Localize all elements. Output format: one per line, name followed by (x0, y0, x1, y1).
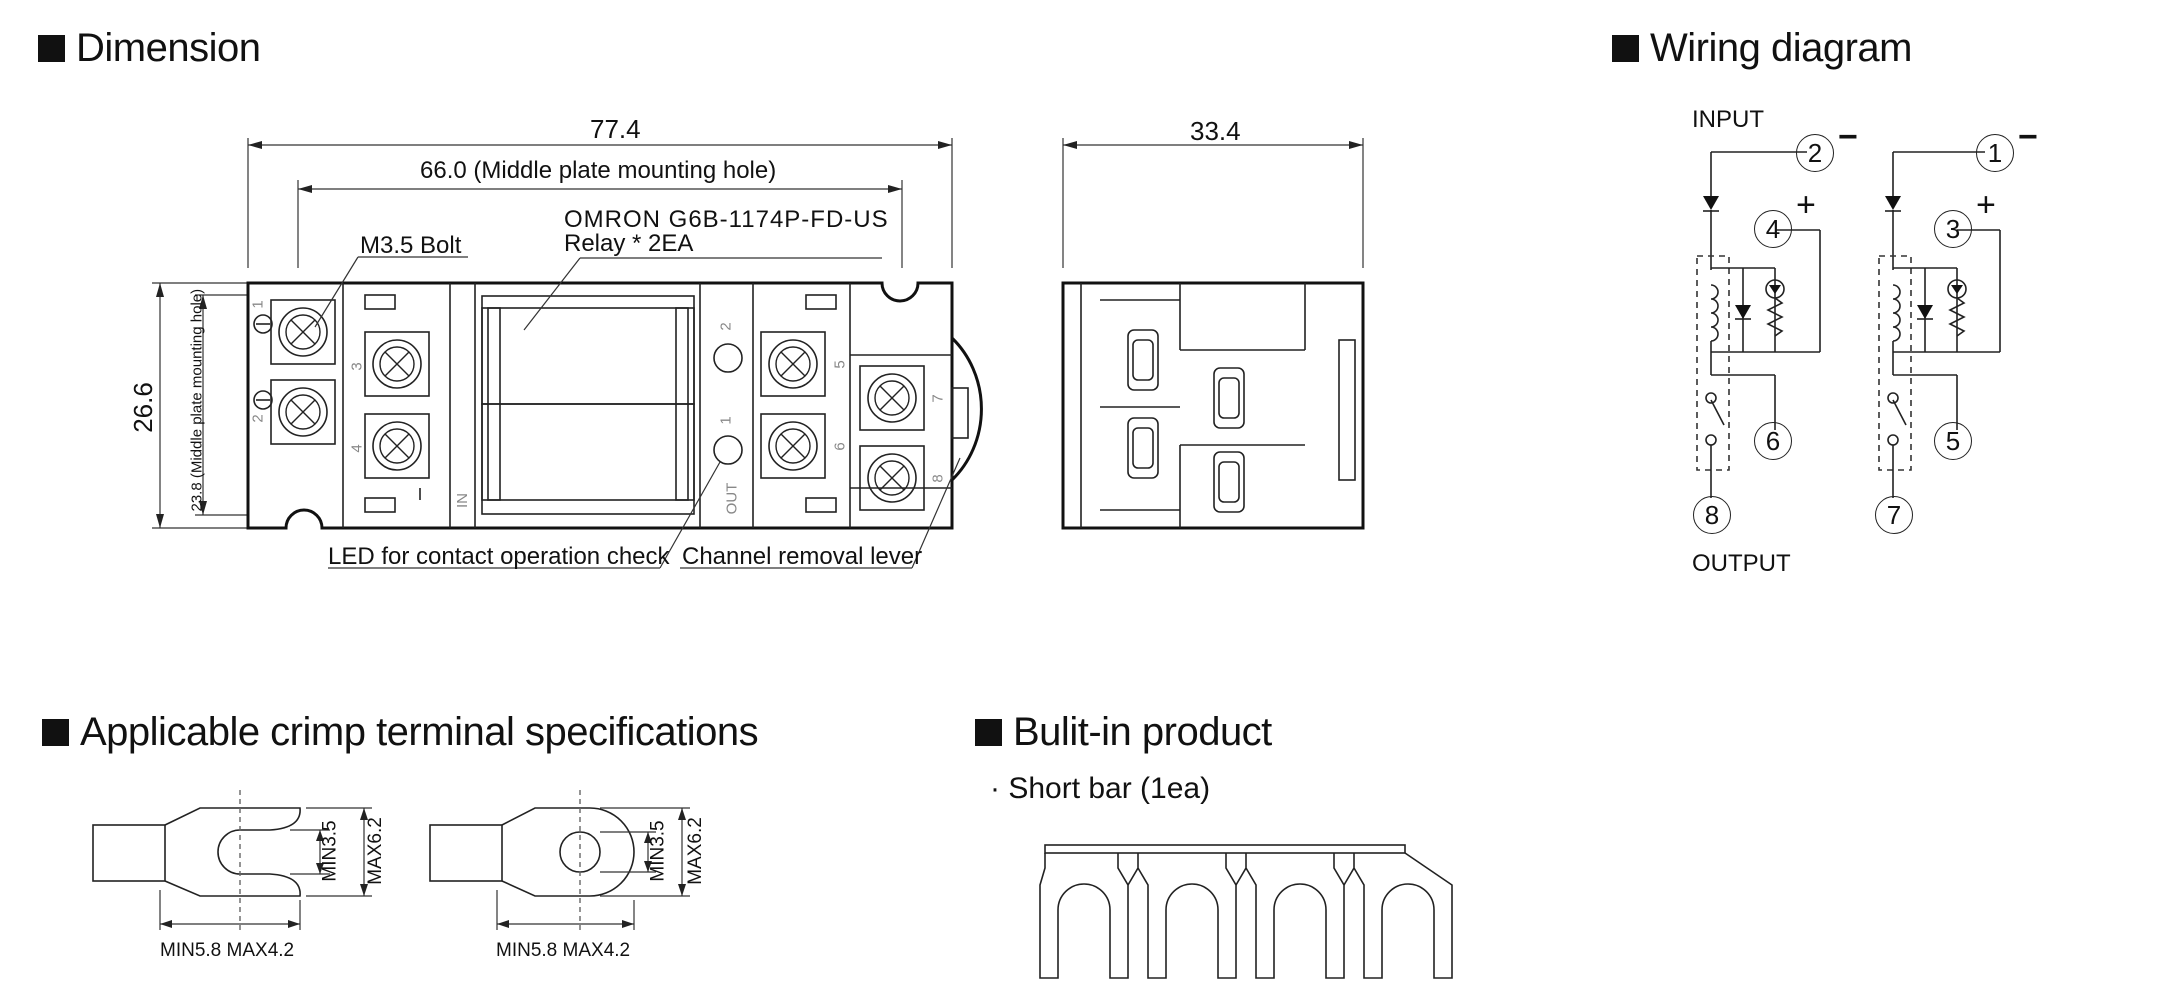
height-label: 26.6 (127, 382, 158, 433)
ring-max-width-label: MAX6.2 (684, 817, 706, 885)
screw-icon (760, 331, 826, 397)
terminal-node-2: 2 (1796, 134, 1834, 172)
in-mark: IN (454, 493, 471, 508)
relay-model-label: OMRON G6B-1174P-FD-US (564, 206, 889, 233)
terminal-mark: 7 (929, 394, 947, 403)
side-width-label: 33.4 (1190, 116, 1241, 146)
height-dimension (152, 282, 248, 529)
wiring-circuit-right (1878, 151, 2001, 498)
hole-spacing-label: 66.0 (Middle plate mounting hole) (420, 157, 777, 184)
screw-icon (270, 379, 336, 445)
terminal-mark: 6 (831, 442, 849, 451)
minus-sign: − (1838, 118, 1858, 156)
fork-terminal-drawing (92, 790, 372, 932)
terminal-mark: 3 (348, 362, 366, 371)
crimp-title: Applicable crimp terminal specifications (42, 710, 759, 755)
plus-sign: + (1796, 186, 1816, 224)
terminal-node-8: 8 (1693, 496, 1731, 534)
led-mark: 2 (717, 322, 735, 331)
square-bullet-icon (38, 35, 65, 62)
terminal-node-7: 7 (1875, 496, 1913, 534)
output-label: OUTPUT (1692, 550, 1791, 577)
terminal-screws (270, 299, 925, 511)
terminal-mark: 5 (831, 360, 849, 369)
screw-icon (760, 413, 826, 479)
minus-sign: − (2018, 118, 2038, 156)
side-view (1061, 138, 1365, 530)
square-bullet-icon (975, 719, 1002, 746)
crimp-title-text: Applicable crimp terminal specifications (80, 710, 759, 754)
terminal-node-5: 5 (1934, 422, 1972, 460)
fork-bottom-label: MIN5.8 MAX4.2 (160, 940, 295, 961)
square-bullet-icon (1612, 35, 1639, 62)
short-bar-item: · Short bar (1ea) (990, 772, 1211, 805)
wiring-title: Wiring diagram (1612, 26, 1912, 71)
lever-label: Channel removal lever (682, 543, 923, 570)
led-label: LED for contact operation check (328, 543, 670, 570)
out-mark: OUT (723, 482, 741, 515)
bolt-label: M3.5 Bolt (360, 232, 462, 259)
dimension-title-text: Dimension (76, 26, 261, 70)
led-indicator-icon (713, 435, 743, 465)
hole-height-label: 23.8 (Middle plate mounting hole) (188, 288, 206, 512)
terminal-node-4: 4 (1754, 210, 1792, 248)
square-bullet-icon (42, 719, 69, 746)
dimension-title: Dimension (38, 26, 261, 71)
terminal-mark: 1 (249, 300, 267, 309)
terminal-node-3: 3 (1934, 210, 1972, 248)
screw-icon (859, 365, 925, 431)
ring-min-hole-label: MIN3.5 (647, 820, 669, 882)
overall-width-dimension (247, 138, 953, 268)
terminal-node-6: 6 (1754, 422, 1792, 460)
terminal-mark: 2 (249, 414, 267, 423)
short-bar-drawing (1039, 844, 1453, 979)
input-label: INPUT (1692, 106, 1764, 133)
fork-max-width-label: MAX6.2 (364, 817, 386, 885)
plus-sign: + (1976, 186, 1996, 224)
overall-width-label: 77.4 (590, 114, 641, 144)
relay-qty-label: Relay * 2EA (564, 230, 694, 257)
fork-min-hole-label: MIN3.5 (319, 820, 341, 882)
wiring-title-text: Wiring diagram (1650, 26, 1912, 70)
led-indicator-icon (713, 343, 743, 373)
builtin-title: Bulit-in product (975, 710, 1272, 755)
builtin-title-text: Bulit-in product (1013, 710, 1272, 754)
relay-socket-body (246, 281, 983, 530)
terminal-node-1: 1 (1976, 134, 2014, 172)
screw-icon (364, 331, 430, 397)
hole-spacing-dimension (297, 180, 903, 268)
screw-icon (270, 299, 336, 365)
terminal-mark: 8 (929, 474, 947, 483)
wiring-circuit-left (1696, 151, 1821, 498)
screw-icon (364, 413, 430, 479)
ring-terminal-drawing (429, 790, 690, 932)
ring-bottom-label: MIN5.8 MAX4.2 (496, 940, 631, 961)
led-mark: 1 (717, 416, 735, 425)
terminal-mark: 4 (348, 444, 366, 453)
screw-icon (859, 445, 925, 511)
